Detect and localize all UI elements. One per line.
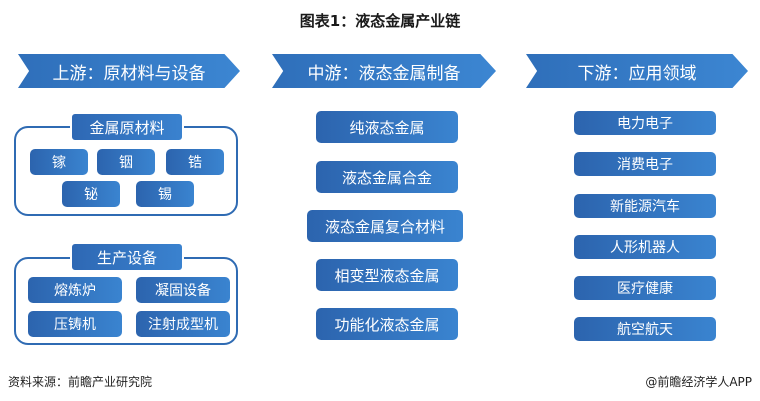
midstream-item: 液态金属复合材料: [307, 210, 463, 242]
downstream-banner: 下游：应用领域: [526, 54, 748, 88]
midstream-item: 液态金属合金: [316, 161, 458, 193]
source-note: 资料来源：前瞻产业研究院: [8, 375, 153, 389]
equipment-item: 压铸机: [28, 311, 122, 337]
midstream-item: 纯液态金属: [316, 111, 458, 143]
material-item: 铟: [97, 149, 155, 175]
downstream-item: 电力电子: [574, 111, 716, 135]
page-title: 图表1：液态金属产业链: [299, 12, 461, 30]
material-item: 铋: [62, 181, 120, 207]
upstream-banner: 上游：原材料与设备: [18, 54, 240, 88]
midstream-item: 相变型液态金属: [316, 259, 458, 291]
midstream-item: 功能化液态金属: [316, 308, 458, 340]
equipment-group-title: 生产设备: [70, 242, 184, 272]
credit-note: @前瞻经济学人APP: [645, 375, 752, 389]
downstream-item: 航空航天: [574, 317, 716, 341]
downstream-item: 消费电子: [574, 152, 716, 176]
material-item: 锆: [166, 149, 224, 175]
materials-group-title: 金属原材料: [70, 112, 184, 142]
equipment-item: 熔炼炉: [28, 277, 122, 303]
equipment-item: 注射成型机: [136, 311, 230, 337]
downstream-item: 人形机器人: [574, 235, 716, 259]
downstream-item: 新能源汽车: [574, 194, 716, 218]
material-item: 锡: [136, 181, 194, 207]
equipment-item: 凝固设备: [136, 277, 230, 303]
midstream-banner: 中游：液态金属制备: [272, 54, 496, 88]
material-item: 镓: [30, 149, 88, 175]
downstream-item: 医疗健康: [574, 276, 716, 300]
